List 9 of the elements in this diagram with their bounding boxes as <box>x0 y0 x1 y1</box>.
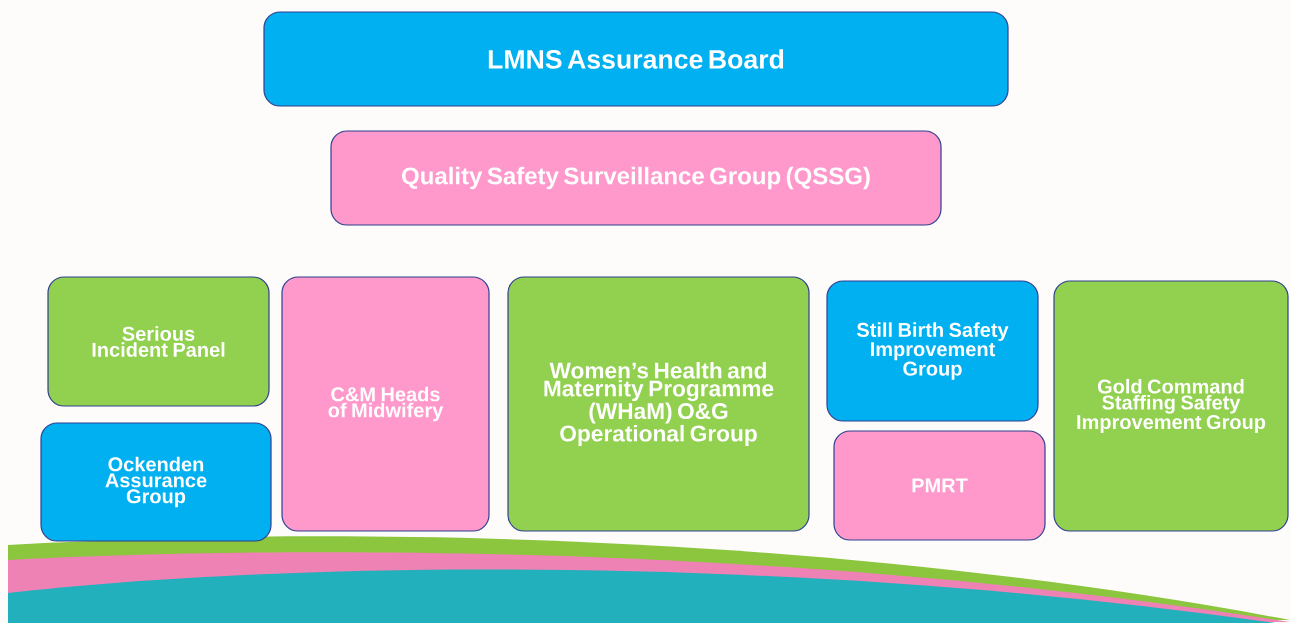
org-box: C&M Heads of Midwifery <box>281 276 490 532</box>
org-box: Women’s Health and Maternity Programme (WHaM) O&G Operational Group <box>507 276 810 532</box>
org-box: Ockenden Assurance Group <box>40 422 272 542</box>
org-box: Serious Incident Panel <box>47 276 270 407</box>
org-box: Still Birth Safety Improvement Group <box>826 280 1039 422</box>
org-box: PMRT <box>833 430 1046 541</box>
org-box: Gold Command Staffing Safety Improvement Group <box>1053 280 1289 532</box>
org-box: Quality Safety Surveillance Group (QSSG) <box>330 130 942 226</box>
org-box: LMNS Assurance Board <box>263 11 1009 107</box>
